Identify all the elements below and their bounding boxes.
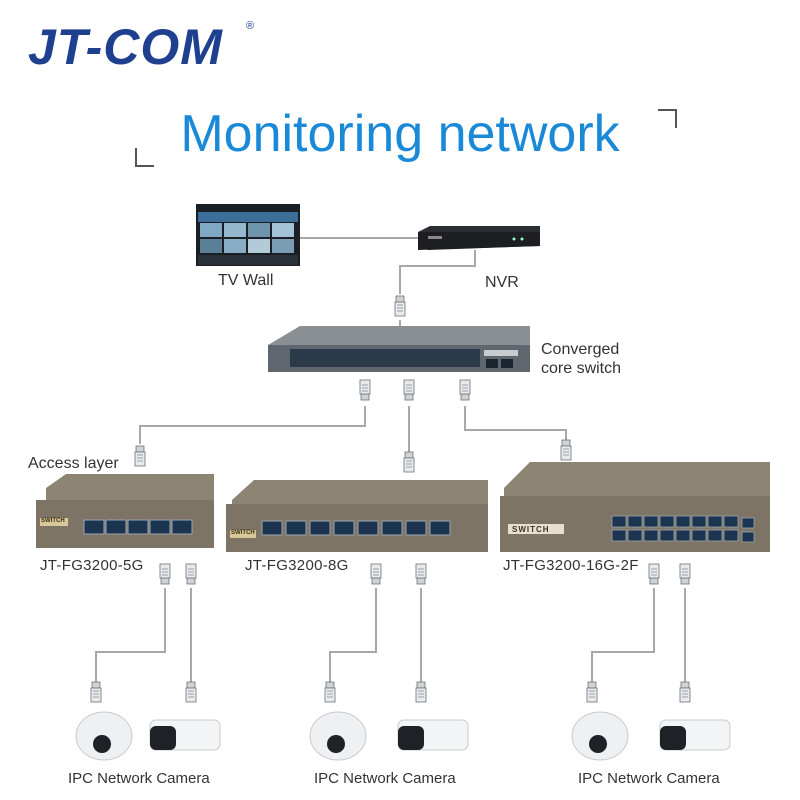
core-switch-label-line2: core switch [541,360,622,377]
switch-badge-8g: SWITCH [231,530,255,536]
tv-wall-label: TV Wall [218,272,274,289]
switch-8g-device [226,480,488,552]
access-layer-label: Access layer [28,455,119,472]
tv-wall-image [196,204,300,266]
switch-badge-16g: SWITCH [512,525,550,534]
core-switch-label-line1: Converged [541,341,620,358]
switch-16g-device [500,462,770,552]
camera-label-3: IPC Network Camera [578,770,720,787]
nvr-label: NVR [485,274,519,291]
switch-model-8g: JT-FG3200-8G [245,557,349,574]
registered-mark: ® [246,20,255,32]
nvr-device [418,226,540,250]
switch-model-16g: JT-FG3200-16G-2F [503,557,639,574]
brand-logo: JT-COM [28,19,223,75]
camera-label-2: IPC Network Camera [314,770,456,787]
camera-group-2 [309,711,469,761]
core-switch-device [268,326,530,372]
switch-5g-device [36,474,214,548]
switch-badge-5g: SWITCH [41,518,65,524]
page-title: Monitoring network [180,105,620,163]
switch-model-5g: JT-FG3200-5G [40,557,144,574]
camera-group-3 [571,711,731,761]
camera-group-1 [75,711,221,761]
camera-label-1: IPC Network Camera [68,770,210,787]
